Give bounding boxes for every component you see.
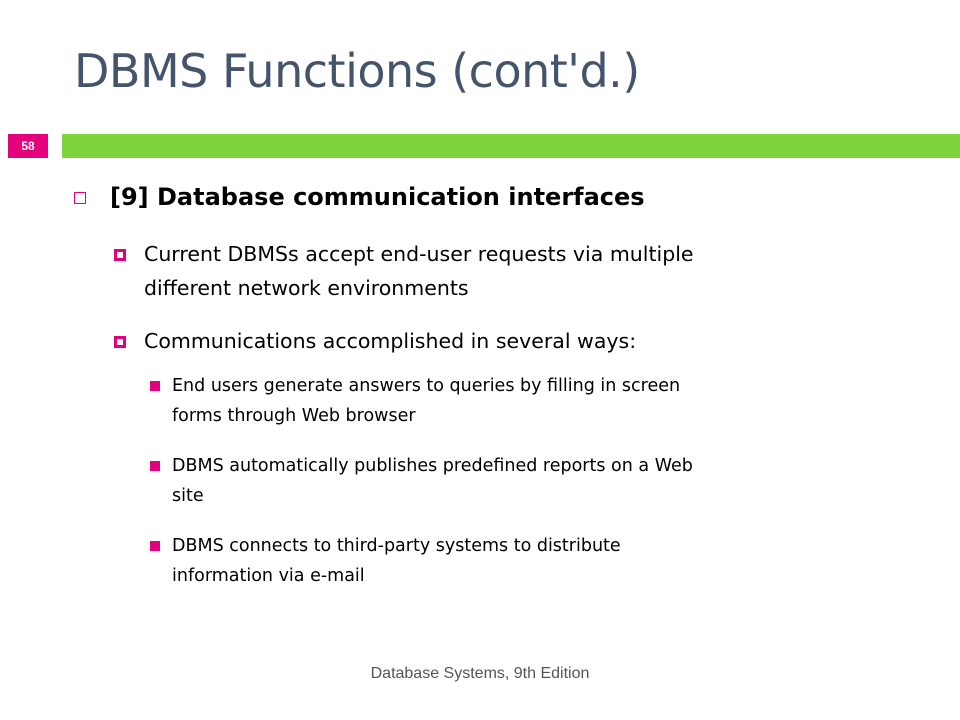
level2-line: Current DBMSs accept end-user requests v… (144, 242, 694, 266)
level2-bullet-text: Current DBMSs accept end-user requests v… (144, 237, 694, 305)
level3-line: site (172, 486, 204, 506)
slide-number-badge: 58 (8, 134, 48, 158)
level3-line: DBMS connects to third-party systems to … (172, 536, 621, 556)
level3-bullet-text: DBMS automatically publishes predefined … (172, 451, 693, 511)
level3-bullet-text: DBMS connects to third-party systems to … (172, 531, 621, 591)
filled-square-bullet-icon (150, 541, 160, 551)
slide-title: DBMS Functions (cont'd.) (74, 44, 640, 98)
level3-line: End users generate answers to queries by… (172, 376, 681, 396)
filled-square-bullet-icon (150, 461, 160, 471)
level2-bullet-text: Communications accomplished in several w… (144, 324, 636, 358)
level3-line: information via e-mail (172, 566, 365, 586)
level2-line: different network environments (144, 276, 469, 300)
level2-line: Communications accomplished in several w… (144, 329, 637, 353)
level3-line: forms through Web browser (172, 406, 416, 426)
accent-bar (62, 134, 960, 158)
level3-line: DBMS automatically publishes predefined … (172, 456, 693, 476)
hollow-square-bullet-icon (74, 192, 86, 204)
slide-footer: Database Systems, 9th Edition (370, 665, 590, 682)
square-bullet-icon (114, 249, 126, 261)
square-bullet-icon (114, 336, 126, 348)
filled-square-bullet-icon (150, 381, 160, 391)
level3-bullet-text: End users generate answers to queries by… (172, 371, 680, 431)
heading-bullet-text: [9] Database communication interfaces (110, 183, 645, 211)
